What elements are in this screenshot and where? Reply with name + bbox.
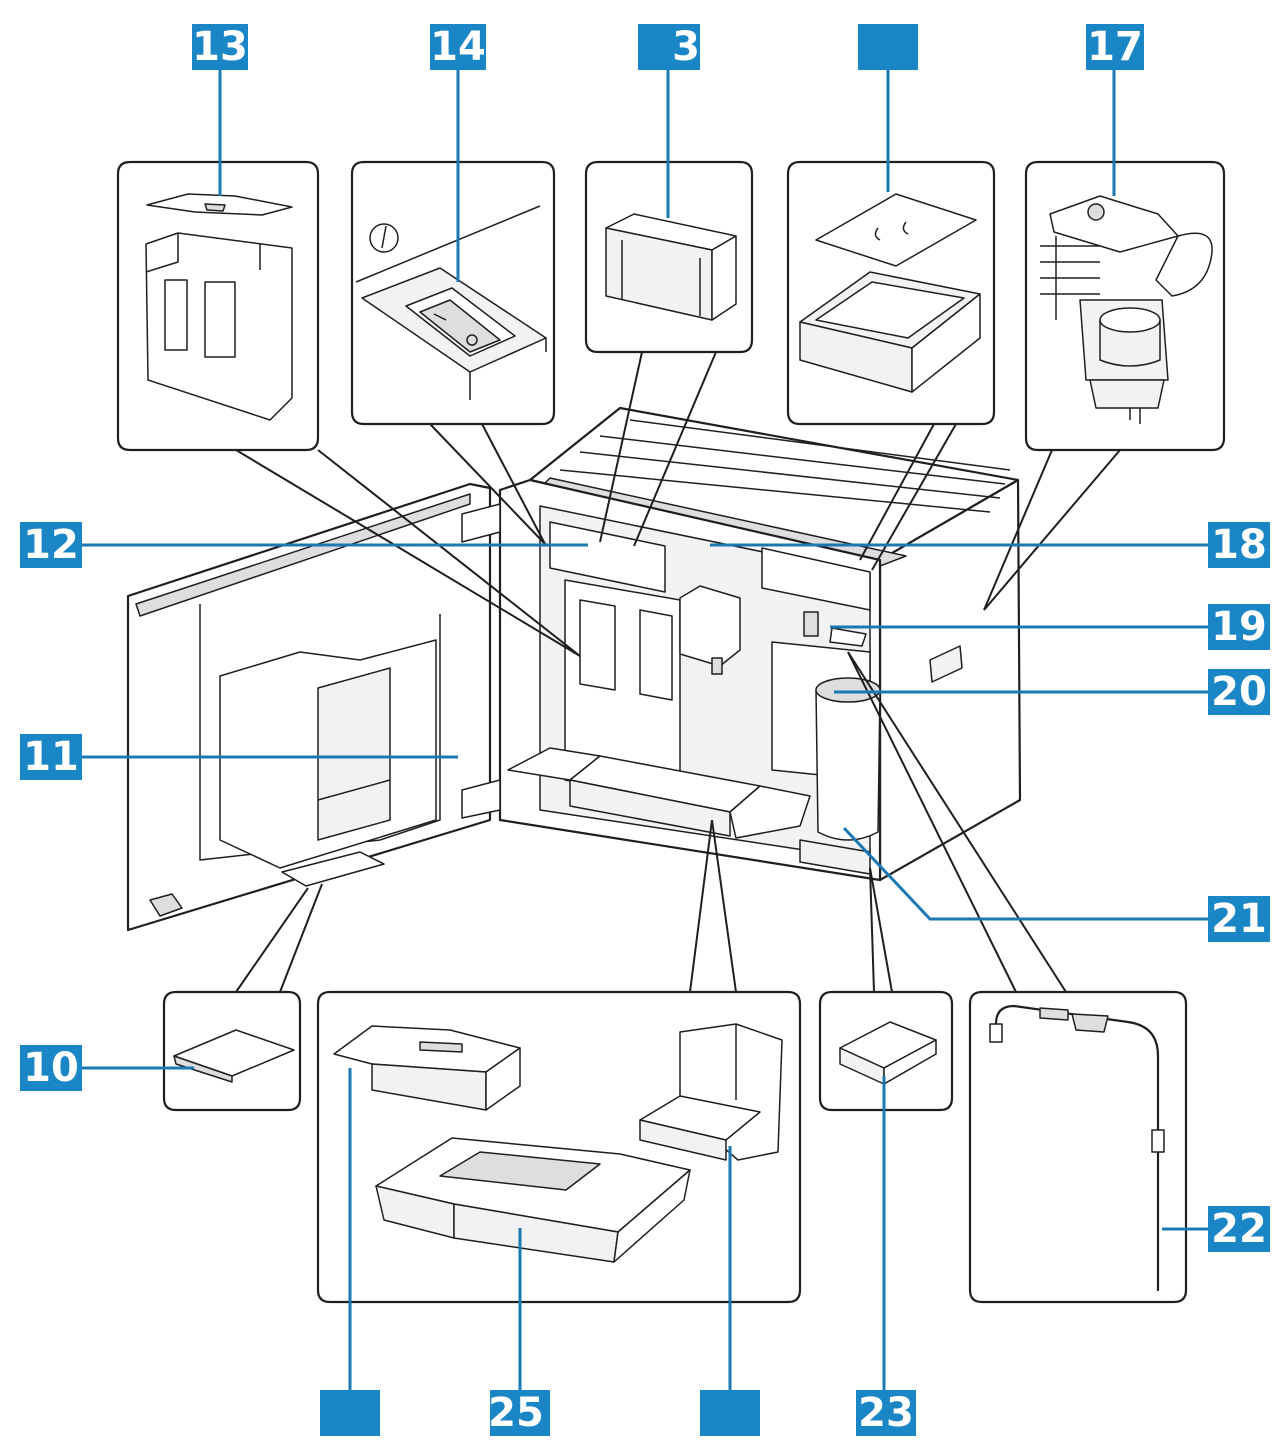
detail-box-accessories <box>316 990 802 1304</box>
badge-19-text: 19 <box>1211 604 1267 650</box>
badge-16 <box>858 24 918 70</box>
detail-box-10 <box>162 990 302 1112</box>
detail-box-16 <box>786 160 996 426</box>
badge-14-text: 14 <box>430 24 486 70</box>
appliance-body <box>498 406 1022 882</box>
badge-25-text: 25 <box>488 1390 544 1436</box>
badge-21-text: 21 <box>1211 896 1267 942</box>
badge-10: 10 <box>20 1045 82 1091</box>
badge-10-text: 10 <box>23 1045 79 1091</box>
badge-12: 12 <box>20 522 82 568</box>
badge-17: 17 <box>1086 24 1144 70</box>
door <box>126 482 501 932</box>
badge-12-text: 12 <box>23 522 79 568</box>
detail-box-13 <box>116 160 320 452</box>
badge-19: 19 <box>1208 604 1270 650</box>
badge-21: 21 <box>1208 896 1270 942</box>
badge-13: 13 <box>192 24 248 70</box>
badge-22-text: 22 <box>1211 1206 1267 1252</box>
badge-18-text: 18 <box>1211 522 1267 568</box>
badge-11: 11 <box>20 734 82 780</box>
badge-25: 25 <box>488 1390 550 1436</box>
detail-box-15 <box>584 160 754 354</box>
leader-lines <box>82 70 1208 1390</box>
badge-13-text: 13 <box>192 24 248 70</box>
badge-24 <box>700 1390 760 1436</box>
badge-11-text: 11 <box>23 734 79 780</box>
badge-14: 14 <box>430 24 486 70</box>
badge-20: 20 <box>1208 669 1270 715</box>
badge-22: 22 <box>1208 1206 1270 1252</box>
badge-18: 18 <box>1208 522 1270 568</box>
badge-20-text: 20 <box>1211 669 1267 715</box>
badge-17-text: 17 <box>1087 24 1143 70</box>
detail-box-22 <box>968 990 1188 1304</box>
badge-15: 3 <box>638 24 700 70</box>
detail-box-14 <box>350 160 556 426</box>
detail-box-23 <box>818 990 954 1112</box>
callout-badges: 13 14 3 17 12 18 19 <box>20 24 1270 1436</box>
badge-23: 23 <box>856 1390 916 1436</box>
badge-15-text: 3 <box>672 24 700 70</box>
badge-23-text: 23 <box>858 1390 914 1436</box>
badge-26 <box>320 1390 380 1436</box>
detail-box-17 <box>1024 160 1226 452</box>
